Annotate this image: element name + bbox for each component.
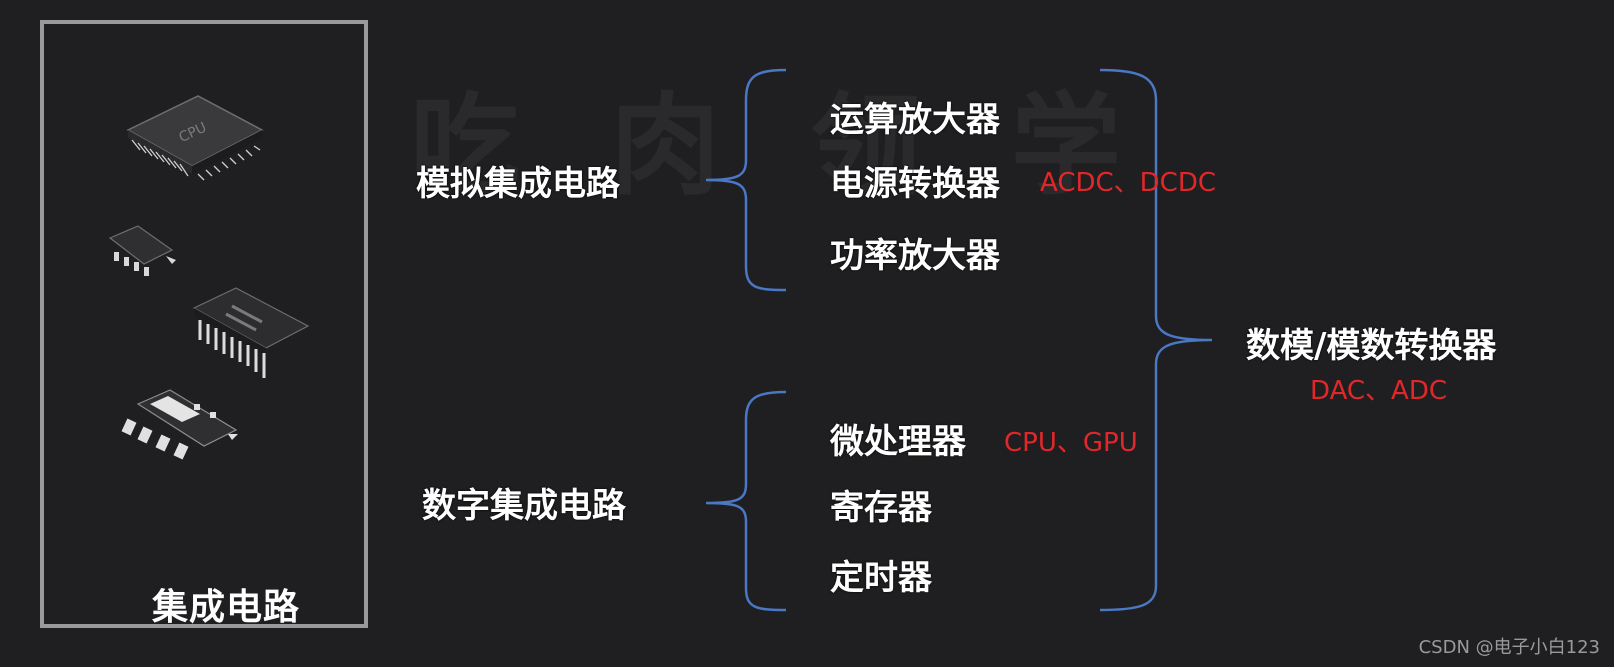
microprocessor-label: 微处理器 xyxy=(830,422,966,462)
digital-brace xyxy=(705,390,787,612)
sot-chip-icon xyxy=(108,225,176,276)
background-watermark: 吃 肉 领 学 xyxy=(410,82,1147,210)
microprocessor-note: CPU、GPU xyxy=(1004,428,1138,458)
converter-brace xyxy=(1099,68,1213,612)
converter-title: 数模/模数转换器 xyxy=(1246,326,1497,366)
cpu-chip-icon xyxy=(126,95,264,181)
timer-label: 定时器 xyxy=(830,558,932,598)
register-label: 寄存器 xyxy=(830,488,932,528)
converter-note: DAC、ADC xyxy=(1310,376,1448,406)
power-converter-note: ACDC、DCDC xyxy=(1040,168,1217,198)
power-amp-label: 功率放大器 xyxy=(830,236,1000,276)
dip-chip-icon xyxy=(192,287,310,378)
op-amp-label: 运算放大器 xyxy=(830,100,1000,140)
csdn-watermark: CSDN @电子小白123 xyxy=(1418,637,1600,658)
soic-chip-icon xyxy=(121,389,238,460)
power-converter-label: 电源转换器 xyxy=(830,164,1000,204)
digital-ic-title: 数字集成电路 xyxy=(422,486,626,526)
analog-ic-title: 模拟集成电路 xyxy=(416,164,620,204)
ic-panel-label: 集成电路 xyxy=(152,587,301,628)
brace-lines xyxy=(705,68,1213,612)
ic-panel-frame xyxy=(40,20,368,628)
analog-brace xyxy=(705,68,787,292)
